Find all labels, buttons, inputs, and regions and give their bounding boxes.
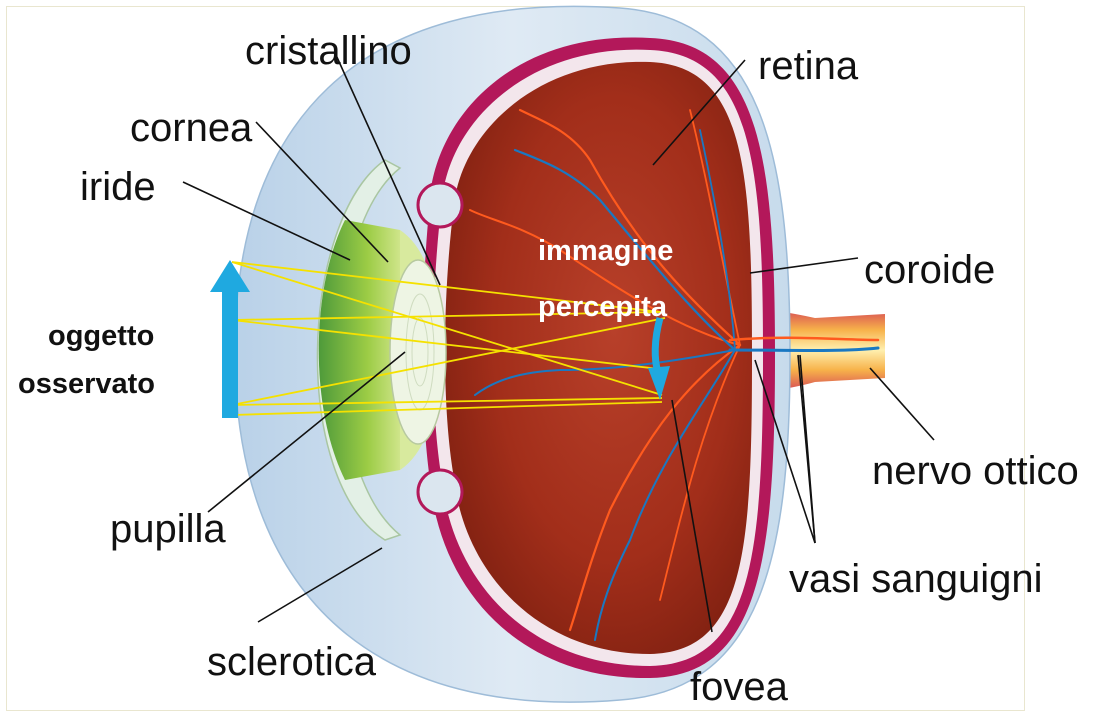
- label-immagine-line1: immagine: [538, 235, 673, 267]
- label-cornea: cornea: [130, 106, 253, 150]
- label-retina: retina: [758, 44, 859, 88]
- label-immagine-line2: percepita: [538, 291, 668, 323]
- label-oggetto-line2: osservato: [18, 368, 155, 400]
- label-nervo-ottico: nervo ottico: [872, 449, 1079, 493]
- iris: [319, 220, 400, 480]
- label-oggetto-line1: oggetto: [48, 320, 154, 352]
- label-cristallino: cristallino: [245, 29, 412, 73]
- label-coroide: coroide: [864, 248, 995, 292]
- label-pupilla: pupilla: [110, 507, 226, 551]
- retina-interior: [445, 62, 752, 654]
- label-sclerotica: sclerotica: [207, 640, 377, 684]
- label-fovea: fovea: [690, 665, 789, 709]
- lens: [390, 260, 446, 444]
- label-vasi-sanguigni: vasi sanguigni: [789, 557, 1043, 601]
- label-iride: iride: [80, 165, 156, 209]
